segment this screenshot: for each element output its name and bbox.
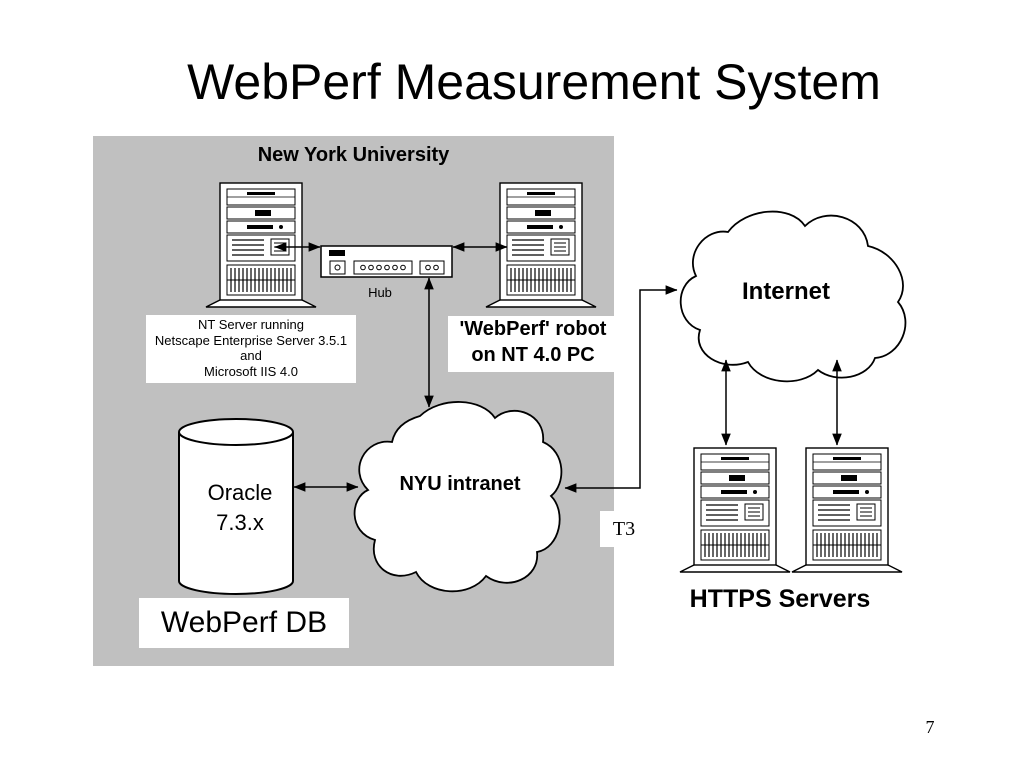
internet-cloud-icon <box>679 210 907 383</box>
webperf-db-label: WebPerf DB <box>139 598 349 648</box>
nt-server-label-line: Microsoft IIS 4.0 <box>204 363 298 379</box>
nyu-region-title: New York University <box>257 144 450 166</box>
page-number: 7 <box>925 717 935 737</box>
robot-label: 'WebPerf' robot on NT 4.0 PC <box>448 316 618 372</box>
robot-label-line: on NT 4.0 PC <box>471 344 595 366</box>
nt-server-label: NT Server running Netscape Enterprise Se… <box>146 315 356 383</box>
t3-link <box>564 285 678 493</box>
database-cylinder-icon <box>178 418 294 595</box>
internet-label: Internet <box>741 278 830 305</box>
oracle-label: Oracle 7.3.x <box>180 478 300 538</box>
https-servers-label: HTTPS Servers <box>689 585 871 613</box>
hub-label: Hub <box>368 285 392 300</box>
nt-server-tower-icon <box>205 182 317 308</box>
slide-title: WebPerf Measurement System <box>187 54 881 110</box>
intranet-cloud-icon <box>353 401 563 593</box>
t3-label: T3 <box>600 511 648 547</box>
robot-label-line: 'WebPerf' robot <box>459 318 607 340</box>
https-server-2-tower-icon <box>791 447 903 573</box>
oracle-label-line: Oracle <box>207 480 273 505</box>
network-hub-icon <box>320 245 453 278</box>
nt-server-label-line: Netscape Enterprise Server 3.5.1 <box>154 332 348 348</box>
nt-server-label-line: and <box>240 348 262 363</box>
https-server-1-tower-icon <box>679 447 791 573</box>
oracle-label-line: 7.3.x <box>216 510 264 535</box>
intranet-label: NYU intranet <box>399 473 521 495</box>
nt-server-label-line: NT Server running <box>198 317 304 332</box>
robot-pc-tower-icon <box>485 182 597 308</box>
